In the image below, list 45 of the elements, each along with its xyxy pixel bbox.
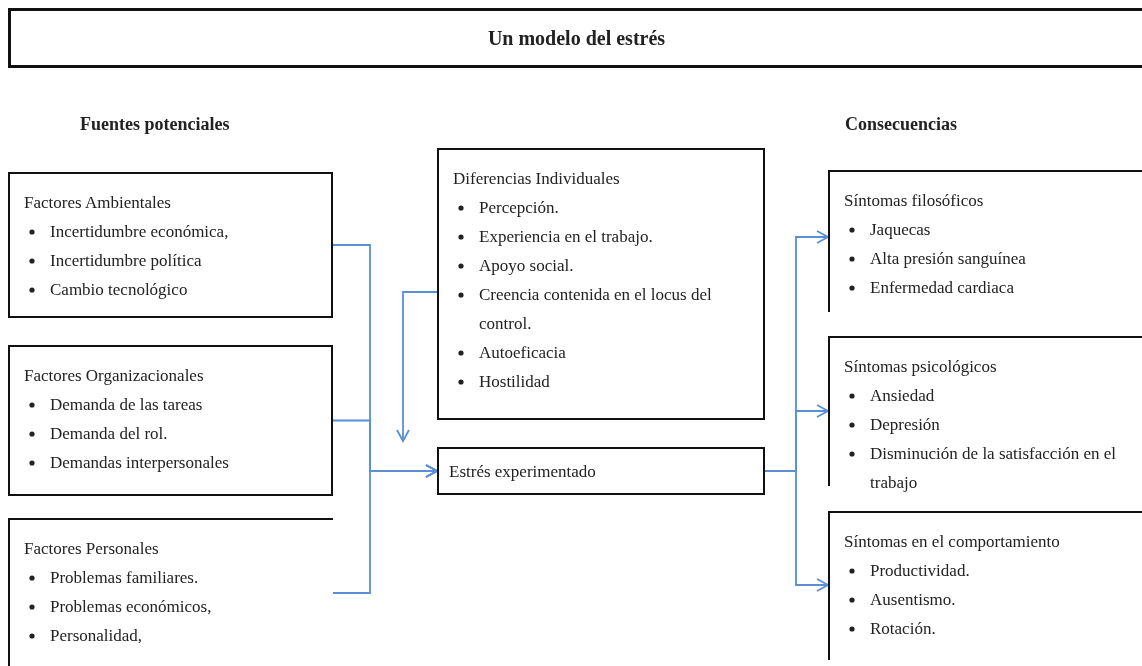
bullet-text: Creencia contenida en el locus del control.: [479, 285, 712, 333]
process-box: [8, 172, 333, 318]
bullet-text: Enfermedad cardiaca: [870, 278, 1014, 297]
box-heading: Diferencias Individuales: [453, 168, 621, 190]
bullet-text: Demandas interpersonales: [50, 453, 229, 472]
bullet-text: Productividad.: [870, 561, 970, 580]
bullet-text: Experiencia en el trabajo.: [479, 227, 653, 246]
arrow: [396, 291, 438, 442]
arrow: [764, 470, 829, 592]
bullet-text: Rotación.: [870, 619, 936, 638]
box-heading: Factores Personales: [24, 538, 160, 560]
bullet-text: Problemas económicos,: [50, 597, 212, 616]
bullet-text: Cambio tecnológico: [50, 280, 188, 299]
process-box: [8, 345, 333, 496]
process-box: [828, 511, 1142, 660]
bullet-text: Hostilidad: [479, 372, 550, 391]
box-heading: Síntomas psicológicos: [844, 356, 998, 378]
box-heading: Síntomas filosóficos: [844, 190, 985, 212]
bullet-text: Percepción.: [479, 198, 559, 217]
bullet-text: Autoeficacia: [479, 343, 566, 362]
column-heading: Consecuencias: [845, 114, 957, 135]
bullet-text: Personalidad,: [50, 626, 143, 645]
arrow: [332, 464, 438, 594]
bullet-text: Apoyo social.: [479, 256, 574, 275]
bullet-text: Ansiedad: [870, 386, 935, 405]
box-heading: Factores Ambientales: [24, 192, 172, 214]
bullet-text: Ausentismo.: [870, 590, 956, 609]
process-box: [828, 170, 1142, 312]
process-box: [437, 148, 765, 420]
column-heading: Fuentes potenciales: [80, 114, 230, 135]
bullet-text: Incertidumbre económica,: [50, 222, 229, 241]
process-box: [437, 447, 765, 495]
bullet-text: Depresión: [870, 415, 940, 434]
process-box: [8, 518, 333, 666]
bullet-text: Jaquecas: [870, 220, 931, 239]
box-heading: Síntomas en el comportamiento: [844, 531, 1061, 553]
bullet-text: Problemas familiares.: [50, 568, 199, 587]
bullet-text: Alta presión sanguínea: [870, 249, 1026, 268]
bullet-text: Demanda del rol.: [50, 424, 168, 443]
box-heading: Estrés experimentado: [449, 460, 597, 483]
bullet-text: Disminución de la satisfacción en el trabajo: [870, 444, 1116, 492]
box-heading: Factores Organizacionales: [24, 365, 205, 387]
title-banner: Un modelo del estrés: [8, 8, 1142, 68]
bullet-text: Demanda de las tareas: [50, 395, 203, 414]
bullet-text: Incertidumbre política: [50, 251, 202, 270]
